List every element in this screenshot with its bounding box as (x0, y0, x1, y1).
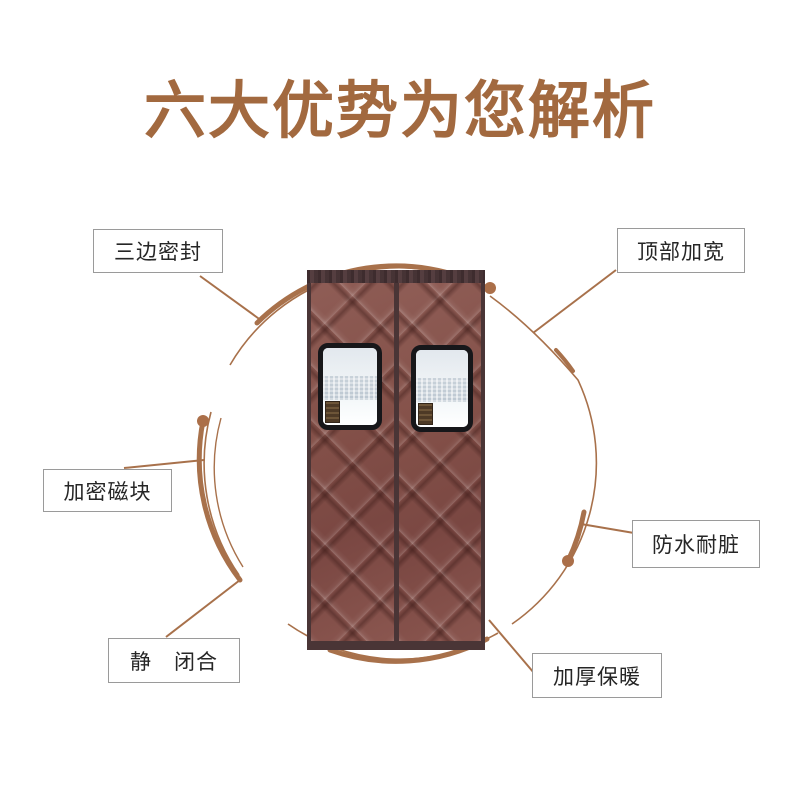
feature-callout-bottom-left: 静 闭合 (108, 638, 240, 683)
window-sky (416, 350, 468, 378)
feature-label: 加厚保暖 (553, 665, 641, 689)
door-top-strip (307, 270, 485, 283)
feature-callout-bottom-right: 加厚保暖 (532, 653, 662, 698)
page-title: 六大优势为您解析 (143, 77, 656, 146)
connector-mid-left (123, 459, 205, 469)
window-snowy-trees (416, 377, 468, 403)
window-crate (418, 403, 433, 425)
connector-top-right (532, 269, 617, 334)
feature-label: 顶部加宽 (637, 240, 725, 264)
circle-arc-right (489, 295, 598, 625)
feature-callout-mid-right: 防水耐脏 (632, 520, 760, 568)
feature-label: 加密磁块 (63, 480, 152, 504)
feature-callout-mid-left: 加密磁块 (43, 469, 172, 512)
connector-mid-right (580, 523, 635, 534)
feature-callout-top-left: 三边密封 (93, 229, 223, 273)
feature-label: 静 闭合 (130, 650, 218, 674)
circle-arc-left-inner (213, 417, 244, 568)
feature-label: 防水耐脏 (652, 534, 740, 557)
feature-label: 三边密封 (114, 241, 202, 264)
door-window-left (318, 343, 382, 430)
circle-arc-left (203, 411, 240, 576)
door-panel-left (311, 283, 394, 641)
brush-arc-left (196, 418, 243, 583)
door-curtain-product-image (307, 270, 485, 650)
window-snowy-trees (323, 375, 377, 401)
arc-dot-top-right (484, 282, 496, 294)
connector-top-left (199, 275, 263, 322)
window-sky (323, 348, 377, 376)
arc-dot-right (562, 555, 574, 567)
door-window-right (411, 345, 473, 432)
feature-callout-top-right: 顶部加宽 (617, 228, 745, 273)
door-panel-right (398, 283, 481, 641)
window-crate (325, 401, 340, 423)
connector-bottom-right (488, 619, 535, 674)
arc-dot-left (197, 415, 209, 427)
brush-arc-right-upper (554, 348, 575, 373)
connector-bottom-left (165, 579, 241, 638)
